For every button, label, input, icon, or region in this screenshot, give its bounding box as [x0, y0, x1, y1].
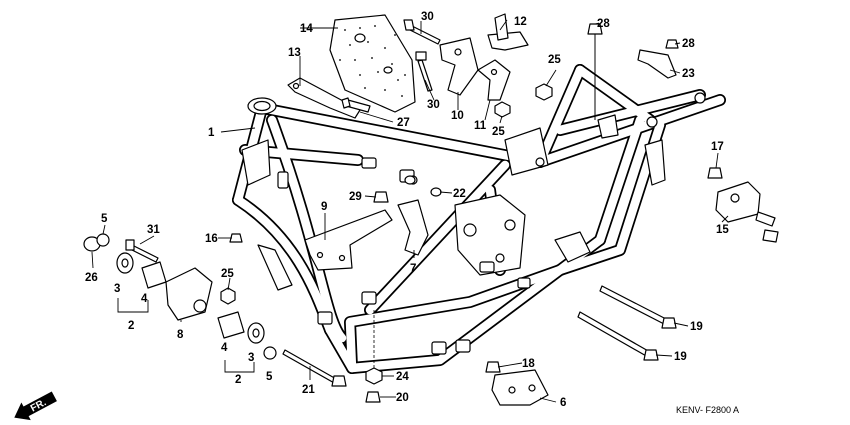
- part-24-nut: [365, 367, 383, 385]
- callout-29: 29: [349, 191, 362, 203]
- part-10-bracket: [439, 37, 479, 96]
- callout-22: 22: [453, 188, 466, 200]
- callout-25-top: 25: [548, 54, 561, 66]
- callout-15: 15: [716, 224, 729, 236]
- part-5-collar-right: [263, 346, 277, 360]
- callout-3-left: 3: [114, 283, 120, 295]
- callout-17: 17: [711, 141, 724, 153]
- callout-numbers: 1 2 2 3 3 4 4 5 5 6 7 8 9 10 11 12 13 14…: [85, 11, 729, 409]
- frame-body: [232, 64, 726, 374]
- part-6-bracket: [491, 369, 549, 406]
- callout-4-left: 4: [141, 293, 148, 305]
- callout-25-middle: 25: [492, 126, 505, 138]
- leader-lines: [91, 19, 729, 403]
- part-30-bolts: [403, 19, 441, 92]
- part-31-bolt: [125, 239, 159, 263]
- part-15-lock: [715, 181, 779, 243]
- callout-10: 10: [451, 110, 464, 122]
- front-direction-arrow: FR.: [14, 391, 57, 421]
- callout-19-upper: 19: [690, 321, 703, 333]
- callout-30-bottom: 30: [427, 99, 440, 111]
- part-3-bush-left: [116, 252, 134, 274]
- callout-26: 26: [85, 272, 98, 284]
- callout-18: 18: [522, 358, 535, 370]
- part-8-bracket: [165, 267, 213, 321]
- callout-5-left: 5: [101, 213, 108, 225]
- callout-30-top: 30: [421, 11, 434, 23]
- part-9-bracket: [304, 209, 393, 271]
- callout-2-left: 2: [128, 320, 134, 332]
- part-11-bracket: [477, 59, 511, 101]
- drawing-code: KENV- F2800 A: [676, 405, 739, 415]
- part-4-rubber-right: [217, 311, 245, 339]
- part-12-bracket: [487, 13, 529, 51]
- callout-1: 1: [208, 127, 215, 139]
- callout-7: 7: [410, 263, 416, 275]
- callout-25-left: 25: [221, 268, 234, 280]
- callout-14: 14: [300, 23, 313, 35]
- callout-28-top: 28: [597, 18, 610, 30]
- part-3-bush-right: [247, 322, 265, 344]
- callout-27: 27: [397, 117, 410, 129]
- callout-28-right: 28: [682, 38, 695, 50]
- callout-13: 13: [288, 47, 301, 59]
- callout-31: 31: [147, 224, 160, 236]
- callout-9: 9: [321, 201, 327, 213]
- callout-4-right: 4: [221, 342, 228, 354]
- callout-23: 23: [682, 68, 695, 80]
- callout-12: 12: [514, 16, 527, 28]
- callout-3-right: 3: [248, 352, 254, 364]
- part-14-shield: [329, 14, 416, 113]
- callout-6: 6: [560, 397, 566, 409]
- part-22-nuts: [404, 175, 442, 197]
- callout-11: 11: [474, 120, 487, 132]
- part-28-bolts: [587, 23, 679, 120]
- part-18-bolt: [485, 361, 501, 373]
- callout-2-right: 2: [235, 374, 241, 386]
- part-21-bolt: [282, 349, 347, 387]
- callout-20: 20: [396, 392, 409, 404]
- part-5-collar-left: [96, 233, 110, 247]
- part-17-bolt: [707, 167, 723, 179]
- callout-5-right: 5: [266, 371, 273, 383]
- part-25-nuts: [220, 83, 553, 305]
- part-19-bolts: [577, 285, 677, 361]
- part-27-bolt: [341, 97, 371, 113]
- callout-16: 16: [205, 233, 218, 245]
- callout-8: 8: [177, 329, 184, 341]
- part-4-rubber-left: [141, 261, 167, 289]
- callout-24: 24: [396, 371, 409, 383]
- callout-21: 21: [302, 384, 315, 396]
- part-7-bracket: [397, 199, 429, 256]
- part-16-bolt: [229, 233, 293, 291]
- part-29-bolt: [373, 191, 389, 203]
- callout-19-lower: 19: [674, 351, 687, 363]
- part-20-bolt: [365, 391, 381, 403]
- part-23-bracket: [637, 49, 677, 79]
